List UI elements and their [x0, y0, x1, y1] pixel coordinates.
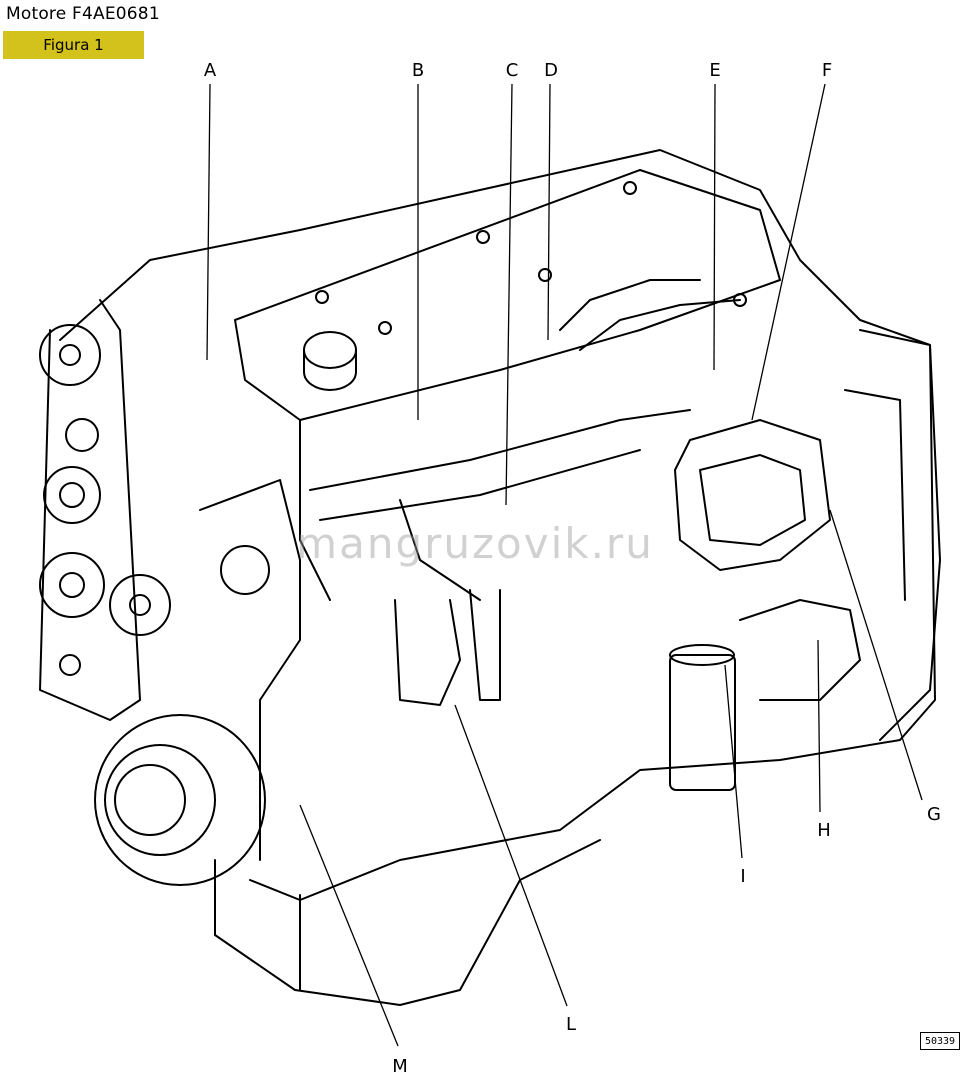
- leader-l: [454, 704, 568, 1007]
- leader-c: [505, 83, 513, 506]
- leader-g: [829, 509, 923, 801]
- leader-f: [751, 83, 826, 421]
- callout-h: H: [817, 820, 831, 841]
- callout-d: D: [544, 60, 558, 81]
- callout-c: C: [506, 60, 519, 81]
- leader-d: [547, 83, 551, 341]
- leader-m: [299, 804, 399, 1047]
- watermark-text: mangruzovik.ru: [296, 519, 654, 568]
- callout-e: E: [709, 60, 720, 81]
- engine-line-drawing: [39, 149, 941, 1006]
- callout-m: M: [392, 1056, 408, 1077]
- callout-i: I: [740, 866, 745, 887]
- page-title: Motore F4AE0681: [6, 4, 160, 24]
- figure-code: 50339: [920, 1032, 960, 1050]
- figure-label-badge: Figura 1: [3, 31, 144, 59]
- callout-g: G: [927, 804, 941, 825]
- callout-l: L: [566, 1014, 576, 1035]
- leader-e: [713, 83, 716, 371]
- callout-f: F: [822, 60, 832, 81]
- callout-a: A: [204, 60, 217, 81]
- callout-b: B: [412, 60, 424, 81]
- callout-leaders: [206, 83, 923, 1047]
- leader-a: [206, 83, 211, 361]
- leader-h: [817, 639, 821, 813]
- leader-i: [724, 664, 743, 859]
